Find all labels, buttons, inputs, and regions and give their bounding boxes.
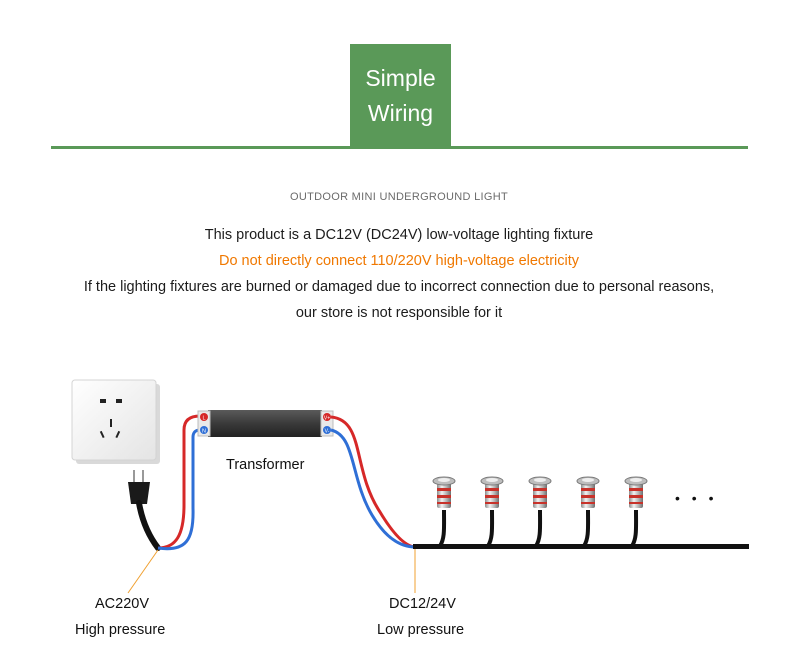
underground-light-icon	[480, 476, 504, 548]
note-warning: Do not directly connect 110/220V high-vo…	[218, 253, 579, 269]
note-disclaimer-1: If the lighting fixtures are burned or d…	[83, 279, 715, 295]
product-subtitle: OUTDOOR MINI UNDERGROUND LIGHT	[290, 191, 508, 203]
neutral-wire-primary	[157, 428, 201, 551]
positive-wire-secondary	[330, 415, 416, 549]
more-lights-ellipsis: • • •	[675, 490, 717, 506]
terminal-vminus-label: V-	[325, 429, 330, 435]
underground-light-icon	[576, 476, 600, 548]
ac-pressure-label: High pressure	[75, 622, 166, 638]
note-voltage: This product is a DC12V (DC24V) low-volt…	[204, 227, 594, 243]
dc-voltage-label: DC12/24V	[389, 596, 456, 612]
note-disclaimer-2: our store is not responsible for it	[295, 305, 503, 321]
underground-light-icon	[528, 476, 552, 548]
badge-line-2: Wiring	[367, 100, 434, 126]
terminal-l-label: L	[202, 416, 205, 422]
underground-light-icon	[432, 476, 456, 548]
badge-line-1: Simple	[365, 65, 436, 91]
transformer-label: Transformer	[226, 457, 305, 473]
live-wire-primary	[157, 414, 201, 550]
ac-voltage-label: AC220V	[95, 596, 150, 612]
power-plug-icon	[128, 470, 161, 551]
terminal-vplus-label: V+	[324, 416, 330, 422]
header-divider	[51, 146, 748, 149]
underground-light-icon	[624, 476, 648, 548]
negative-wire-secondary	[330, 428, 416, 549]
wall-outlet-icon	[71, 379, 160, 464]
ac-leader-line	[127, 549, 159, 594]
section-badge: Simple Wiring	[350, 44, 451, 148]
transformer-icon: L N V+ V-	[197, 410, 334, 437]
low-voltage-bus	[413, 544, 749, 549]
lights-group	[432, 476, 648, 548]
terminal-n-label: N	[202, 429, 206, 435]
dc-pressure-label: Low pressure	[377, 622, 465, 638]
